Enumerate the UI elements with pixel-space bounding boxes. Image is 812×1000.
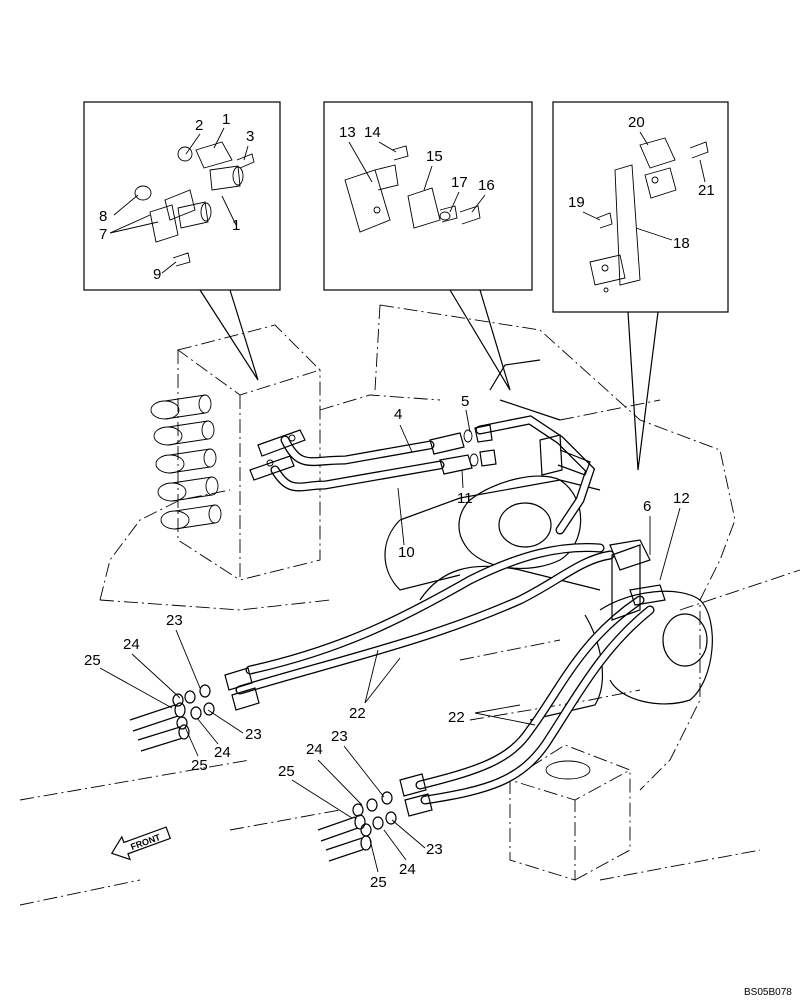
pedestal-block — [508, 744, 632, 881]
callout-8: 8 — [99, 208, 107, 225]
callout-10: 10 — [398, 544, 415, 561]
callout-1b: 1 — [232, 217, 240, 234]
bracket-assembly — [539, 434, 641, 621]
callout-24d: 24 — [399, 861, 416, 878]
callout-14: 14 — [364, 124, 381, 141]
callout-24b: 24 — [214, 744, 231, 761]
callout-3: 3 — [246, 128, 254, 145]
callout-20: 20 — [628, 114, 645, 131]
callout-1a: 1 — [222, 111, 230, 128]
callout-16: 16 — [478, 177, 495, 194]
control-valve-block — [150, 324, 321, 581]
callout-5: 5 — [461, 393, 469, 410]
lower-hoses — [224, 539, 666, 817]
callout-7: 7 — [99, 226, 107, 243]
callout-23d: 23 — [426, 841, 443, 858]
callout-18: 18 — [673, 235, 690, 252]
callout-12: 12 — [673, 490, 690, 507]
callout-2: 2 — [195, 117, 203, 134]
callout-23a: 23 — [166, 612, 183, 629]
upper-hoses — [249, 415, 596, 535]
inset-clamp-detail: 13 14 15 17 16 — [323, 101, 533, 391]
callout-25a: 25 — [84, 652, 101, 669]
callout-23c: 23 — [331, 728, 348, 745]
drawing-code: BS05B078 — [744, 987, 792, 998]
callout-21: 21 — [698, 182, 715, 199]
callout-22a: 22 — [349, 705, 366, 722]
callout-22b: 22 — [448, 709, 465, 726]
callout-6: 6 — [643, 498, 651, 515]
callout-19: 19 — [568, 194, 585, 211]
inset-bracket-detail: 20 21 19 18 — [552, 101, 729, 471]
fittings-left — [129, 684, 215, 752]
cylinder-assembly — [384, 359, 713, 721]
callout-25d: 25 — [370, 874, 387, 891]
callout-11: 11 — [457, 490, 473, 507]
callout-15: 15 — [426, 148, 443, 165]
callout-24a: 24 — [123, 636, 140, 653]
fittings-lower — [317, 791, 397, 862]
callout-25b: 25 — [191, 757, 208, 774]
callout-24c: 24 — [306, 741, 323, 758]
callout-23b: 23 — [245, 726, 262, 743]
main-callouts: 4 5 11 10 6 12 22 22 23 24 25 23 24 25 2… — [84, 393, 690, 891]
callout-25c: 25 — [278, 763, 295, 780]
callout-4: 4 — [394, 406, 402, 423]
inset-flange-detail: 1 1 2 3 8 7 9 — [83, 101, 281, 381]
callout-13: 13 — [339, 124, 356, 141]
frame-outline — [19, 304, 801, 906]
front-arrow: FRONT — [110, 826, 172, 861]
callout-17: 17 — [451, 174, 468, 191]
callout-9: 9 — [153, 266, 161, 283]
